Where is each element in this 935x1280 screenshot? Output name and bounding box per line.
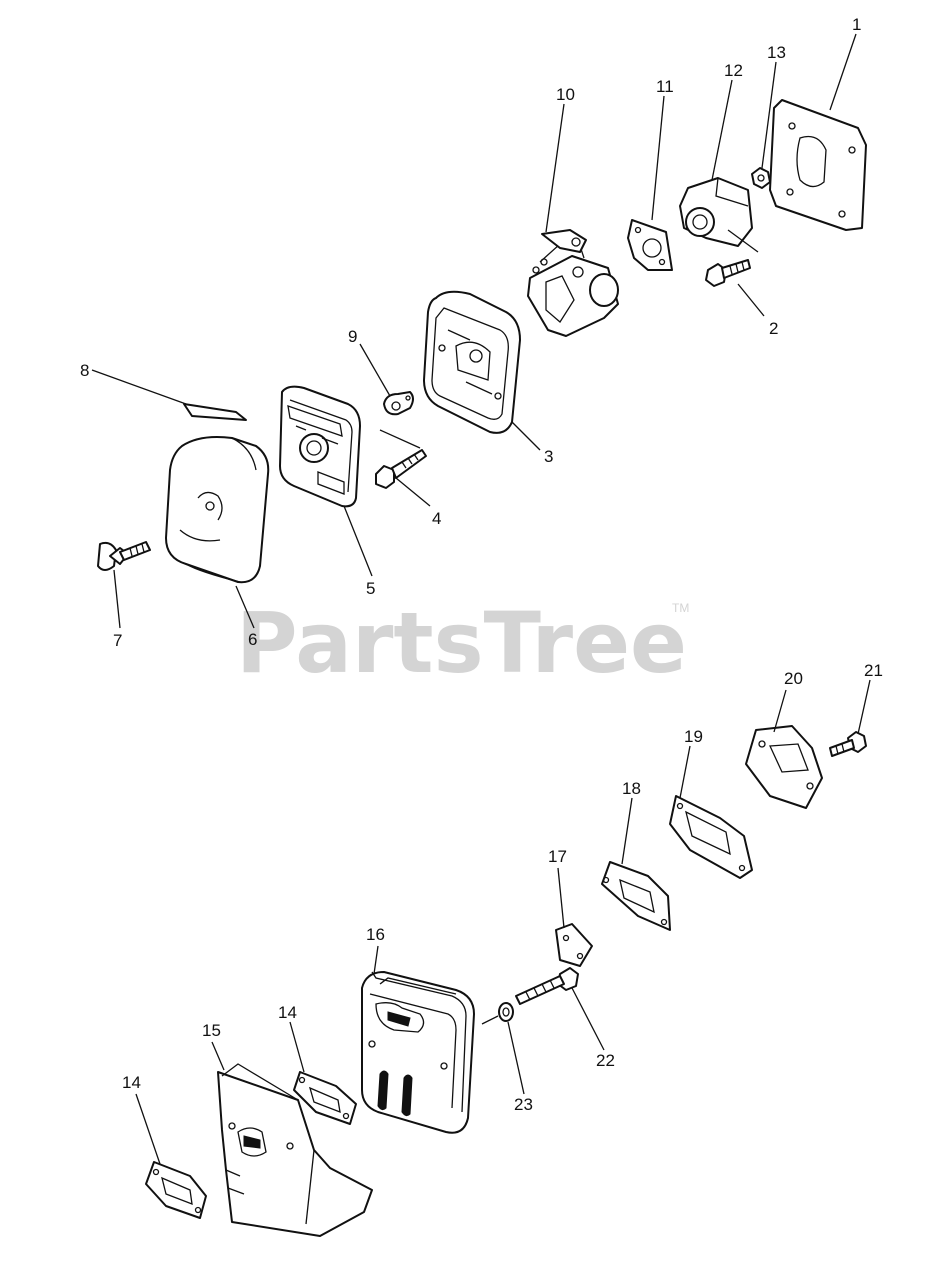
watermark-text: PartsTree: [236, 594, 687, 692]
callout-4[interactable]: 4: [432, 509, 441, 528]
part-18-gasket[interactable]: [601, 861, 671, 931]
part-13-nut[interactable]: [751, 167, 771, 189]
callout-2[interactable]: 2: [769, 319, 778, 338]
part-14-gasket-upper[interactable]: [293, 1071, 357, 1125]
callout-9[interactable]: 9: [348, 327, 357, 346]
callout-1[interactable]: 1: [852, 15, 861, 34]
callout-22[interactable]: 22: [596, 1051, 615, 1070]
part-9-bracket[interactable]: [383, 391, 414, 416]
callout-3[interactable]: 3: [544, 447, 553, 466]
part-16-muffler[interactable]: [361, 971, 475, 1134]
part-20-plate[interactable]: [745, 725, 823, 809]
callout-21[interactable]: 21: [864, 661, 883, 680]
part-10-carburetor[interactable]: [527, 229, 619, 337]
callout-6[interactable]: 6: [248, 630, 257, 649]
part-1-gasket[interactable]: [769, 99, 867, 231]
callout-16[interactable]: 16: [366, 925, 385, 944]
callout-20[interactable]: 20: [784, 669, 803, 688]
callout-7[interactable]: 7: [113, 631, 122, 650]
part-3-air-cleaner-base[interactable]: [423, 290, 521, 434]
part-12-adapter[interactable]: [679, 177, 759, 253]
part-7-wing-bolt[interactable]: [97, 541, 151, 571]
part-23-washer[interactable]: [498, 1002, 514, 1022]
callout-5[interactable]: 5: [366, 579, 375, 598]
callout-23[interactable]: 23: [514, 1095, 533, 1114]
callout-15[interactable]: 15: [202, 1021, 221, 1040]
callout-19[interactable]: 19: [684, 727, 703, 746]
callout-18[interactable]: 18: [622, 779, 641, 798]
part-8-label[interactable]: [183, 403, 247, 421]
leader-lines: [91, 33, 871, 1165]
part-17-plate[interactable]: [555, 923, 593, 967]
part-4-bolt[interactable]: [375, 449, 427, 489]
callout-11[interactable]: 11: [656, 77, 674, 96]
part-6-air-cleaner-cover[interactable]: [165, 436, 270, 584]
callout-labels: 1 2 3 4 5 6 7 8 9 10 11 12 13 14 14 15 1…: [80, 15, 883, 1114]
callout-8[interactable]: 8: [80, 361, 89, 380]
part-11-gasket[interactable]: [627, 219, 673, 271]
watermark-trademark: TM: [672, 601, 689, 615]
part-14-gasket-lower[interactable]: [145, 1161, 207, 1219]
part-15-heat-shield[interactable]: [217, 1063, 373, 1237]
callout-10[interactable]: 10: [556, 85, 575, 104]
part-21-bolt[interactable]: [829, 731, 867, 757]
callout-14-lower[interactable]: 14: [122, 1073, 141, 1092]
callout-14-upper[interactable]: 14: [278, 1003, 297, 1022]
part-5-filter-element[interactable]: [279, 385, 361, 508]
part-22-bolt[interactable]: [515, 967, 579, 1005]
callout-17[interactable]: 17: [548, 847, 567, 866]
part-19-gasket[interactable]: [669, 795, 753, 879]
callout-13[interactable]: 13: [767, 43, 786, 62]
callout-12[interactable]: 12: [724, 61, 743, 80]
part-2-bolt[interactable]: [705, 259, 751, 287]
